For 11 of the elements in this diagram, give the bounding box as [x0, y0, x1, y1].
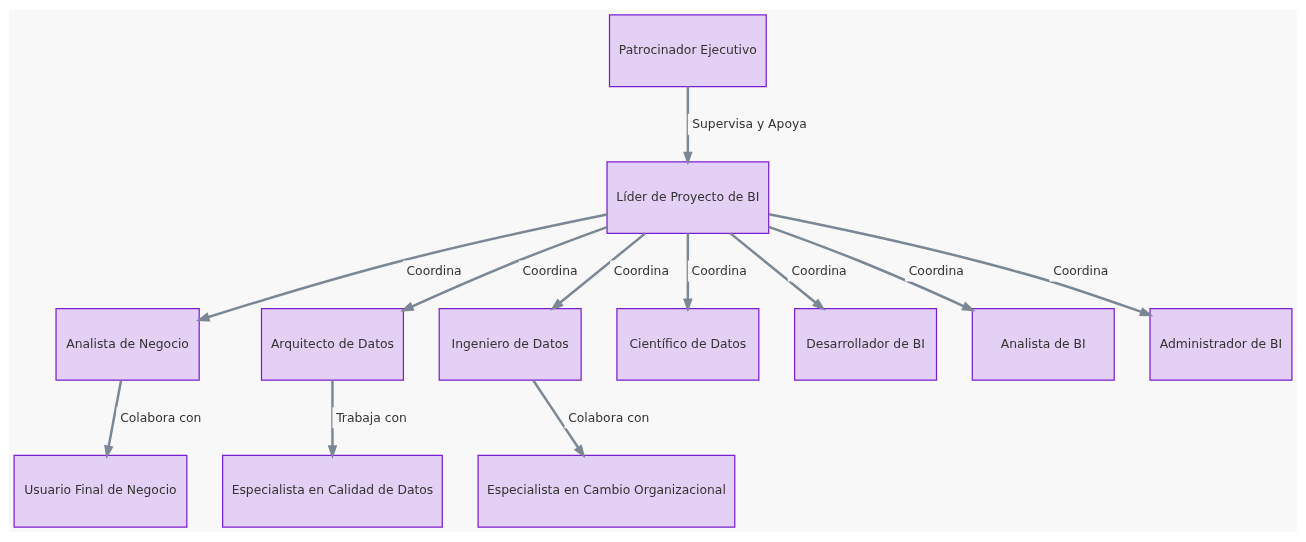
edge-label: Coordina	[1053, 263, 1109, 278]
edge-label: Colabora con	[120, 410, 202, 425]
edge-label: Colabora con	[568, 410, 650, 425]
edge-label: Coordina	[522, 263, 578, 278]
edge-label: Coordina	[691, 263, 747, 278]
edge-label: Supervisa y Apoya	[692, 116, 807, 131]
edge-label: Coordina	[791, 263, 847, 278]
edge-label: Trabaja con	[336, 410, 407, 425]
edge-label: Coordina	[406, 263, 462, 278]
edge-label: Coordina	[908, 263, 964, 278]
edge-label: Coordina	[613, 263, 669, 278]
